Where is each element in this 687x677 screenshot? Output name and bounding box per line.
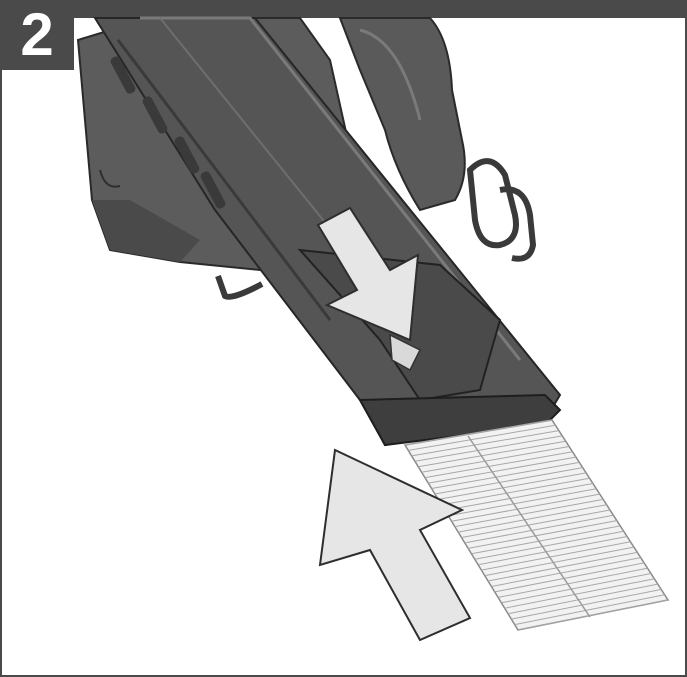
rafter-hook <box>466 158 537 262</box>
arrow-up-left-icon <box>318 448 472 642</box>
arrow-down-right-icon <box>316 206 420 342</box>
nailer-handle <box>338 17 466 212</box>
frame-top-bar <box>0 0 687 18</box>
nail-strip <box>403 419 670 631</box>
step-number-badge: 2 <box>0 0 74 70</box>
